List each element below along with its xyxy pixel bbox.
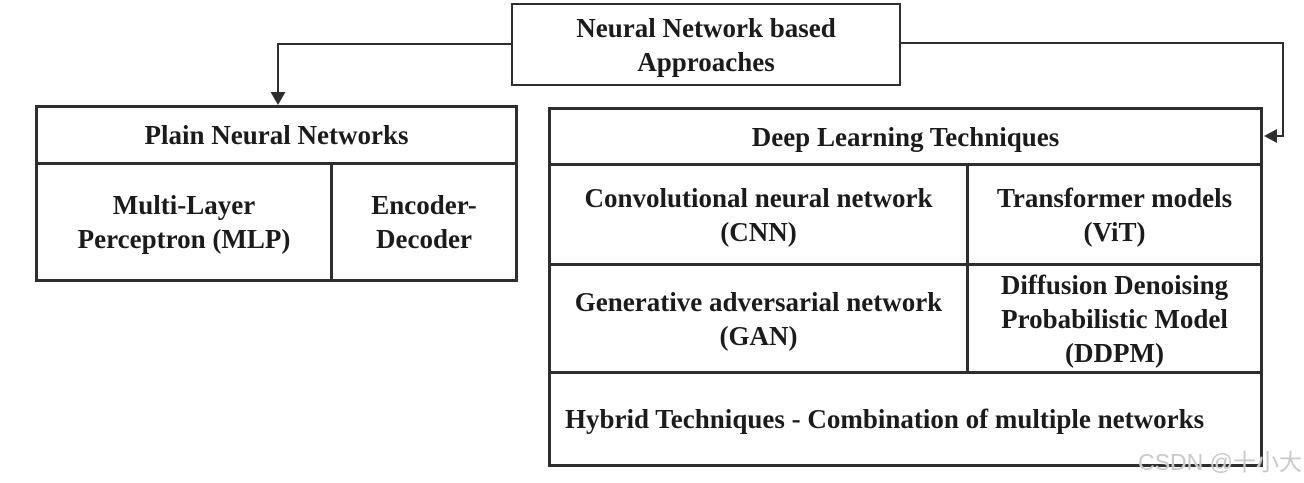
cell-mlp: Multi-Layer Perceptron (MLP)	[38, 165, 333, 279]
cell-gan: Generative adversarial network (GAN)	[551, 266, 969, 371]
cell-encoder-decoder: Encoder- Decoder	[333, 165, 515, 279]
cell-hybrid-techniques-label: Hybrid Techniques - Combination of multi…	[565, 404, 1205, 434]
cell-mlp-label: Multi-Layer Perceptron (MLP)	[77, 190, 291, 254]
cell-ddpm-label: Diffusion Denoising Probabilistic Model …	[1000, 269, 1229, 368]
cell-vit-label: Transformer models (ViT)	[996, 182, 1233, 247]
plain-networks-header-label: Plain Neural Networks	[144, 120, 409, 150]
deep-learning-row-2: Generative adversarial network (GAN) Dif…	[551, 266, 1260, 374]
cell-hybrid-techniques: Hybrid Techniques - Combination of multi…	[551, 374, 1260, 464]
deep-learning-header: Deep Learning Techniques	[551, 110, 1260, 166]
plain-networks-body: Multi-Layer Perceptron (MLP) Encoder- De…	[38, 165, 515, 279]
cell-cnn: Convolutional neural network (CNN)	[551, 166, 969, 263]
cell-gan-label: Generative adversarial network (GAN)	[574, 286, 943, 351]
root-box: Neural Network based Approaches	[511, 3, 901, 86]
cell-ddpm: Diffusion Denoising Probabilistic Model …	[969, 266, 1260, 371]
cell-cnn-label: Convolutional neural network (CNN)	[584, 182, 933, 247]
watermark: CSDN @十小大	[1138, 449, 1302, 475]
deep-learning-header-label: Deep Learning Techniques	[751, 121, 1060, 152]
deep-learning-table: Deep Learning Techniques Convolutional n…	[548, 107, 1263, 467]
plain-networks-header: Plain Neural Networks	[38, 108, 515, 165]
plain-networks-table: Plain Neural Networks Multi-Layer Percep…	[35, 105, 518, 282]
cell-encoder-decoder-label: Encoder- Decoder	[371, 190, 477, 254]
arrowhead-left-icon	[1264, 129, 1277, 143]
root-box-label: Neural Network based Approaches	[576, 12, 836, 77]
deep-learning-row-1: Convolutional neural network (CNN) Trans…	[551, 166, 1260, 266]
connector-left	[277, 43, 511, 95]
arrowhead-down-icon	[270, 92, 286, 105]
connector-right	[901, 42, 1284, 137]
cell-vit: Transformer models (ViT)	[969, 166, 1260, 263]
